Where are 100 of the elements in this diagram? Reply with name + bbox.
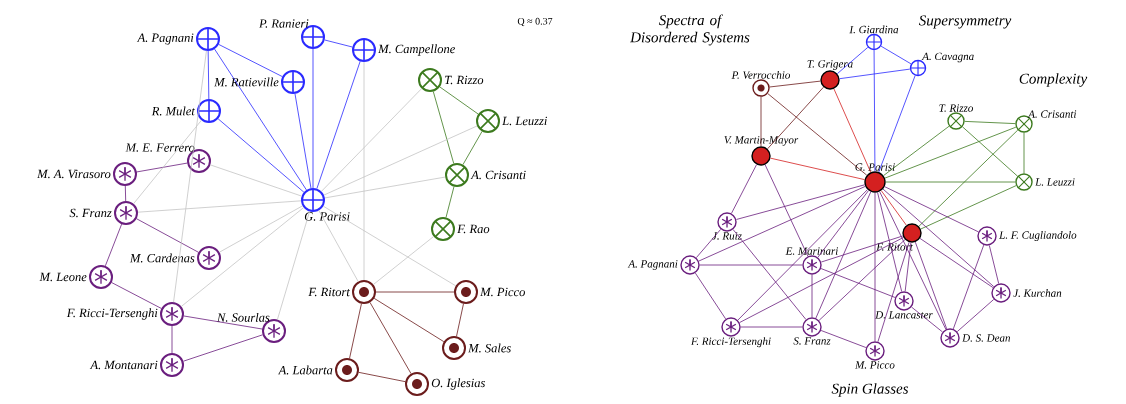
node-label: M. Picco	[480, 287, 525, 297]
edge-line	[375, 291, 455, 293]
edge-line	[877, 241, 910, 343]
edge-line	[880, 45, 912, 65]
edge-line	[321, 88, 423, 192]
node-label: P. Verrocchio	[731, 71, 791, 79]
node-label: T. Grigera	[807, 60, 853, 70]
edge-line	[918, 129, 1019, 227]
node-label: G. Parisi	[304, 212, 350, 221]
edge-line	[882, 188, 995, 287]
edge-line	[219, 205, 303, 253]
edge-line	[209, 164, 303, 197]
node-label: I. Giardina	[849, 25, 899, 34]
edge-line	[988, 245, 1000, 284]
edge-line	[439, 86, 479, 115]
edge-line	[879, 191, 947, 330]
edge-line	[952, 244, 985, 330]
edge-line	[171, 325, 173, 354]
edge-line	[964, 120, 1016, 125]
edge-line	[769, 80, 821, 88]
node-label: E. Marinari	[785, 247, 838, 255]
edge-line	[312, 48, 314, 189]
edge-line	[884, 186, 979, 233]
edge-line	[183, 315, 263, 330]
edge-line	[136, 162, 188, 173]
node-label: L. F. Cugliandolo	[999, 231, 1077, 241]
edge-line	[111, 282, 162, 309]
edge-line	[456, 303, 464, 337]
edge-line	[731, 164, 757, 214]
edge-line	[173, 50, 207, 303]
edge-line	[373, 297, 445, 343]
node-label: P. Ranieri	[258, 19, 309, 28]
node-label: F. Ritort	[308, 287, 351, 297]
edge-line	[124, 185, 127, 202]
node-label: D. Lancaster	[875, 311, 933, 319]
edge-line	[740, 326, 803, 328]
edge-line	[294, 93, 312, 189]
edge-line	[839, 68, 911, 80]
edge-line	[323, 125, 478, 196]
edge-line	[318, 210, 359, 282]
node-label: M. Campellone	[378, 44, 455, 56]
edge-line	[373, 236, 435, 285]
node-label: D. S. Dean	[962, 334, 1010, 342]
node-label: M. E. Ferrero	[125, 143, 195, 152]
edge-line	[833, 88, 872, 173]
edge-line	[874, 192, 876, 342]
node-label: A. Crisanti	[1027, 110, 1077, 118]
node-label: M. Leone	[39, 272, 87, 282]
node-label: M. A. Virasoro	[37, 169, 111, 179]
edge-line	[767, 86, 824, 150]
edge-line	[133, 119, 202, 205]
edge-line	[820, 330, 867, 348]
node-label: J. Ruiz	[712, 232, 742, 240]
topic-label: Supersymmetry	[918, 15, 1012, 29]
node-label: V. Martin-Mayor	[724, 136, 799, 146]
topic-label: Complexity	[1019, 73, 1088, 87]
edge-line	[878, 75, 916, 173]
node-label: S. Franz	[793, 337, 831, 345]
node-label: R. Mulet	[151, 106, 196, 116]
node-label: M. Picco	[855, 361, 895, 369]
edge-line	[764, 164, 809, 257]
edge-line	[217, 118, 305, 193]
edge-line	[962, 126, 1018, 177]
node-label: A. Pagnani	[627, 260, 678, 270]
edge-line	[136, 218, 199, 253]
edge-line	[316, 60, 361, 190]
edge-line	[818, 239, 906, 321]
node-label: L. Leuzzi	[502, 116, 547, 126]
edge-line	[737, 189, 868, 321]
edge-line	[883, 125, 950, 176]
edge-line	[445, 186, 455, 218]
edge-line	[760, 96, 762, 147]
edge-line	[904, 242, 912, 292]
edge-line	[698, 186, 866, 262]
edge-line	[767, 93, 868, 176]
edge-line	[770, 157, 865, 180]
edge-line	[462, 131, 483, 165]
edge-line	[214, 48, 307, 191]
edge-line	[811, 274, 813, 318]
topic-label: Spin Glasses	[831, 383, 909, 397]
edge-line	[884, 126, 1017, 179]
node-label: F. Rao	[457, 224, 490, 234]
node-label: S. Franz	[69, 208, 112, 218]
edge-line	[695, 228, 722, 259]
edge-line	[218, 44, 283, 77]
node-label: A. Crisanti	[470, 170, 526, 180]
edge-line	[324, 39, 353, 48]
statistic-label: Q ≈ 0.37	[517, 17, 553, 27]
edge-line	[877, 192, 903, 292]
node-label: F. Ricci-Tersenghi	[690, 337, 771, 348]
edge-line	[1023, 132, 1025, 174]
edge-line	[820, 268, 896, 298]
edge-line	[914, 241, 948, 330]
node-label: A. Pagnani	[136, 33, 194, 45]
node-label: A. Labarta	[277, 365, 333, 375]
node-label: M. Ratieville	[214, 77, 279, 87]
node-label: M. Sales	[468, 343, 511, 353]
edge-line	[699, 264, 803, 266]
node-label: T. Rizzo	[939, 104, 973, 112]
edge-line	[956, 299, 995, 332]
